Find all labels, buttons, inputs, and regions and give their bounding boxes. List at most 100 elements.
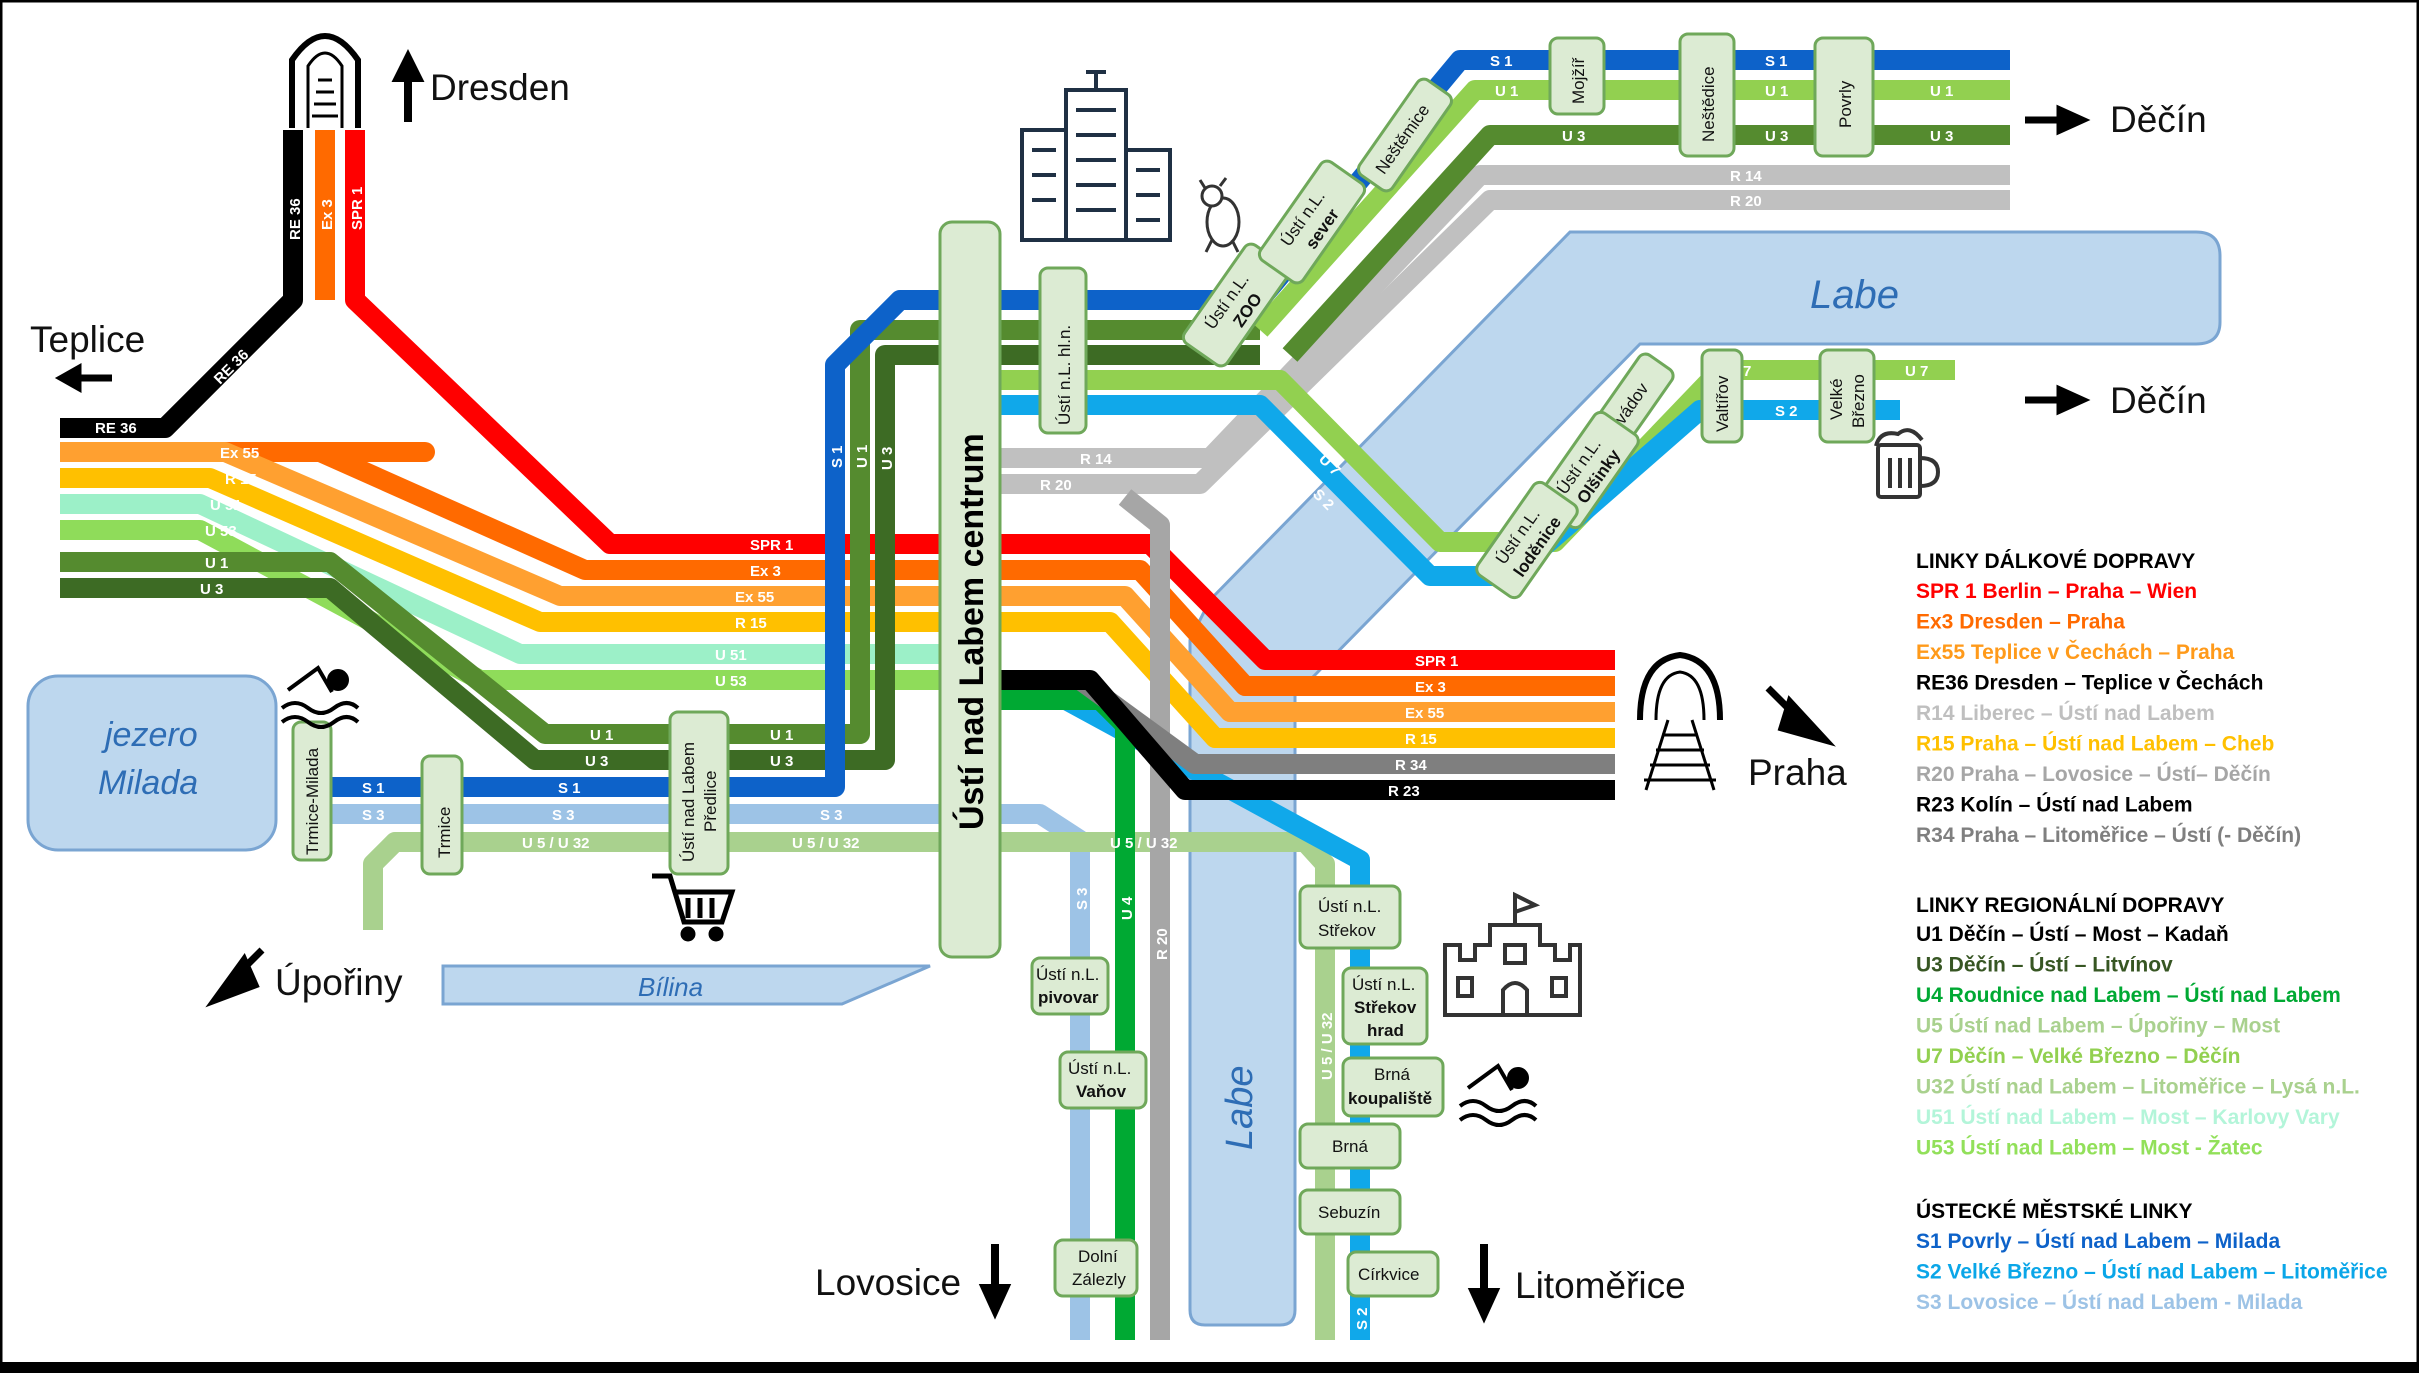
station-brna-koupaliste[interactable] bbox=[1341, 1056, 1445, 1118]
station-brna-koupaliste-label-1: Brná bbox=[1374, 1065, 1410, 1084]
station-pivovar[interactable] bbox=[1030, 956, 1110, 1016]
station-trmice-label: Trmice bbox=[435, 807, 454, 858]
station-predlice-label-1: Ústí nad Labem bbox=[679, 742, 698, 862]
label-s1-h2: S 1 bbox=[558, 780, 581, 797]
label-r15-h: R 15 bbox=[225, 471, 257, 488]
station-valtirov[interactable] bbox=[1700, 348, 1744, 444]
legend-item: SPR 1 Berlin – Praha – Wien bbox=[1916, 580, 2197, 603]
station-lodenice[interactable]: Ústí n.L. loděnice bbox=[1474, 479, 1581, 601]
line-s1[interactable] bbox=[300, 290, 1260, 797]
label-u5u32-h2: U 5 / U 32 bbox=[792, 835, 860, 852]
label-u3-ne: U 3 bbox=[1562, 128, 1585, 145]
label-s1-h: S 1 bbox=[362, 780, 385, 797]
label-r15-e: R 15 bbox=[1405, 731, 1437, 748]
legend-item: U53 Ústí nad Labem – Most - Žatec bbox=[1916, 1136, 2263, 1160]
label-ex55-e: Ex 55 bbox=[1405, 705, 1444, 722]
label-u1-h2: U 1 bbox=[590, 727, 613, 744]
labe-label-south: Labe bbox=[1219, 1065, 1261, 1150]
station-hl-n[interactable] bbox=[1038, 266, 1088, 435]
station-trmice[interactable] bbox=[420, 754, 464, 876]
station-strekov-label-1: Ústí n.L. bbox=[1318, 897, 1381, 916]
castle-icon bbox=[1443, 891, 1582, 1017]
station-velke-brezno[interactable] bbox=[1818, 348, 1876, 444]
arrow-down-icon-2 bbox=[1467, 1244, 1501, 1324]
label-spr1-h: SPR 1 bbox=[750, 537, 793, 554]
building-icon bbox=[1020, 70, 1172, 242]
line-ex3[interactable] bbox=[60, 442, 1615, 696]
station-valtirov-label: Valtířov bbox=[1713, 375, 1732, 432]
station-brna-label: Brná bbox=[1332, 1137, 1368, 1156]
label-s1-ne: S 1 bbox=[1490, 53, 1513, 70]
legend-regional-title: LINKY REGIONÁLNÍ DOPRAVY bbox=[1916, 894, 2224, 917]
line-r20-south[interactable] bbox=[1118, 489, 1170, 1340]
milada-label-1: jezero bbox=[101, 716, 198, 754]
station-povrly[interactable] bbox=[1813, 36, 1875, 158]
label-u51-h2: U 51 bbox=[715, 647, 747, 664]
station-dolni-zalezly[interactable] bbox=[1053, 1238, 1139, 1298]
legend-item: S2 Velké Březno – Ústí nad Labem – Litom… bbox=[1916, 1260, 2388, 1284]
legend-item: U7 Děčín – Velké Březno – Děčín bbox=[1916, 1045, 2240, 1068]
dest-litomerice: Litoměřice bbox=[1515, 1265, 1686, 1306]
label-s1-ne2: S 1 bbox=[1765, 53, 1788, 70]
label-u3-h2: U 3 bbox=[585, 753, 608, 770]
line-r23[interactable] bbox=[1000, 670, 1615, 800]
dest-upoериny: Úpořiny bbox=[275, 962, 403, 1003]
station-strekov[interactable] bbox=[1298, 884, 1402, 950]
central-station[interactable]: Ústí nad Labem centrum bbox=[938, 220, 1002, 959]
station-nestedice[interactable] bbox=[1678, 32, 1736, 158]
label-ex3-v: Ex 3 bbox=[319, 199, 336, 230]
station-sebuzin[interactable] bbox=[1298, 1188, 1402, 1236]
label-u5u32-v: U 5 / U 32 bbox=[1319, 1012, 1336, 1080]
legend-item: R20 Praha – Lovosice – Ústí– Děčín bbox=[1916, 762, 2271, 786]
line-r14[interactable] bbox=[1000, 165, 2010, 468]
label-u1-ne: U 1 bbox=[1495, 83, 1518, 100]
label-u53-h: U 53 bbox=[205, 523, 237, 540]
dest-decin-2: Děčín bbox=[2110, 380, 2207, 421]
label-s1-v: S 1 bbox=[829, 445, 846, 468]
station-vanov[interactable] bbox=[1058, 1050, 1148, 1110]
legend-item: R15 Praha – Ústí nad Labem – Cheb bbox=[1916, 732, 2274, 756]
zoo-animal-icon bbox=[1198, 177, 1241, 253]
legend-item: U5 Ústí nad Labem – Úpořiny – Most bbox=[1916, 1014, 2280, 1038]
label-re36-v: RE 36 bbox=[287, 198, 304, 240]
label-s3-h: S 3 bbox=[362, 807, 385, 824]
station-strekov-hrad[interactable] bbox=[1341, 966, 1429, 1046]
station-trmice-milada[interactable] bbox=[291, 720, 333, 862]
station-cirkvice[interactable] bbox=[1346, 1250, 1440, 1298]
line-r20[interactable] bbox=[1000, 190, 2010, 494]
line-re36[interactable] bbox=[60, 130, 303, 438]
icons-layer bbox=[280, 33, 1941, 1127]
swimmer-icon bbox=[280, 665, 360, 729]
legend-item: R23 Kolín – Ústí nad Labem bbox=[1916, 793, 2193, 817]
shopping-cart-icon bbox=[652, 873, 736, 942]
station-dolni-zalezly-label-2: Zálezly bbox=[1072, 1270, 1126, 1289]
arrow-sw-icon bbox=[205, 947, 265, 1008]
label-s3-h2: S 3 bbox=[552, 807, 575, 824]
station-brna[interactable] bbox=[1298, 1122, 1402, 1170]
label-u53-h2: U 53 bbox=[715, 673, 747, 690]
label-s2-v: S 2 bbox=[1354, 1307, 1371, 1330]
bilina-label: Bílina bbox=[638, 972, 703, 1002]
central-station-box[interactable] bbox=[938, 220, 1002, 959]
station-mojzir[interactable] bbox=[1548, 36, 1606, 116]
station-povrly-label: Povrly bbox=[1836, 80, 1855, 128]
dest-teplice: Teplice bbox=[30, 319, 145, 360]
station-mojzir-label: Mojžíř bbox=[1569, 57, 1588, 104]
label-r15-h2: R 15 bbox=[735, 615, 767, 632]
beer-icon bbox=[1874, 428, 1941, 499]
label-r20-v: R 20 bbox=[1154, 928, 1171, 960]
legend-item: U3 Děčín – Ústí – Litvínov bbox=[1916, 953, 2173, 977]
label-u1-ne2: U 1 bbox=[1765, 83, 1788, 100]
arrow-se-icon bbox=[1765, 685, 1836, 747]
labe-label-north: Labe bbox=[1810, 273, 1899, 317]
central-station-label: Ústí nad Labem centrum bbox=[953, 433, 991, 830]
stations-layer: Ústí n.L. hl.n. Trmice-Milada Trmice Úst… bbox=[291, 32, 1876, 1298]
station-pivovar-label-1: Ústí n.L. bbox=[1036, 965, 1099, 984]
label-r20-h: R 20 bbox=[1040, 477, 1072, 494]
label-r23-e: R 23 bbox=[1388, 783, 1420, 800]
label-r14-h: R 14 bbox=[1080, 451, 1112, 468]
label-u1-ne3: U 1 bbox=[1930, 83, 1953, 100]
station-predlice[interactable] bbox=[668, 710, 730, 876]
dest-lovosice: Lovosice bbox=[815, 1262, 961, 1303]
station-velke-brezno-label-2: Březno bbox=[1849, 374, 1868, 428]
